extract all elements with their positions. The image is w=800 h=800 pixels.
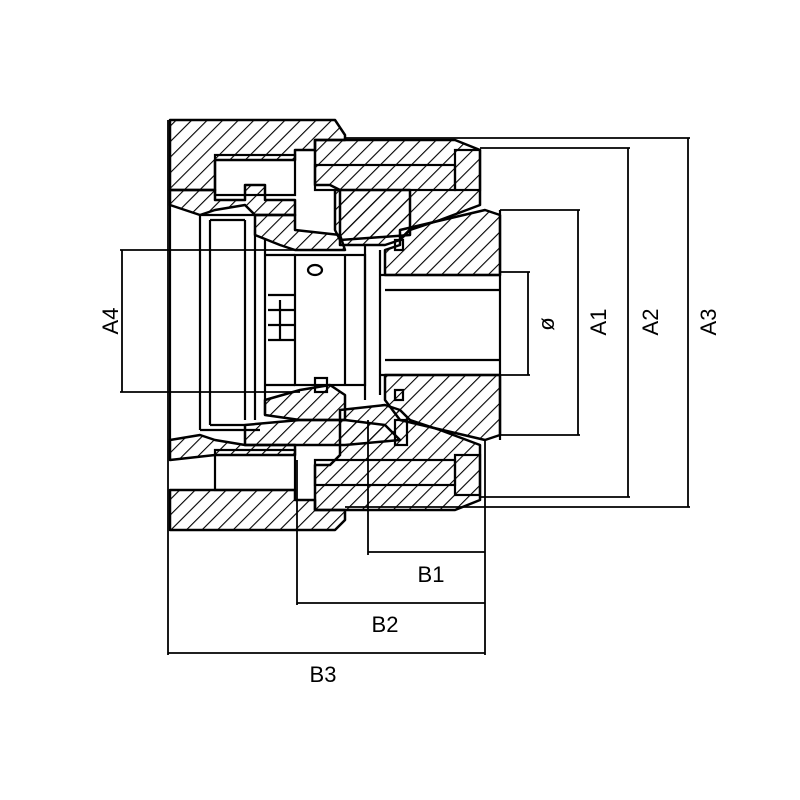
- inner-sleeve-lower: [263, 383, 347, 422]
- collet-bore: [293, 253, 367, 387]
- inner-collar-upper: [333, 188, 412, 242]
- outline-details: [168, 148, 502, 497]
- o-ring-mark: [306, 263, 324, 277]
- label-A2: A2: [638, 309, 663, 336]
- inner-sleeve-upper: [253, 213, 347, 252]
- bolt-pocket-upper: [213, 153, 297, 197]
- label-B1: B1: [418, 562, 445, 587]
- label-A4: A4: [98, 308, 123, 335]
- housing-top-lower: [168, 183, 297, 217]
- rear-plate-lower: [243, 418, 402, 447]
- label-B2: B2: [372, 612, 399, 637]
- dimension-labels: A1 A2 A3 A4 ø B1 B2 B3: [98, 308, 721, 687]
- bolt-head-lower: [453, 453, 482, 497]
- bolt-pocket-lower: [213, 448, 297, 492]
- dimension-lines: [120, 120, 690, 655]
- bolt-head-upper: [453, 148, 482, 192]
- label-A3: A3: [696, 309, 721, 336]
- label-phi: ø: [534, 317, 559, 330]
- label-A1: A1: [586, 309, 611, 336]
- label-B3: B3: [310, 662, 337, 687]
- body-section: [168, 118, 502, 532]
